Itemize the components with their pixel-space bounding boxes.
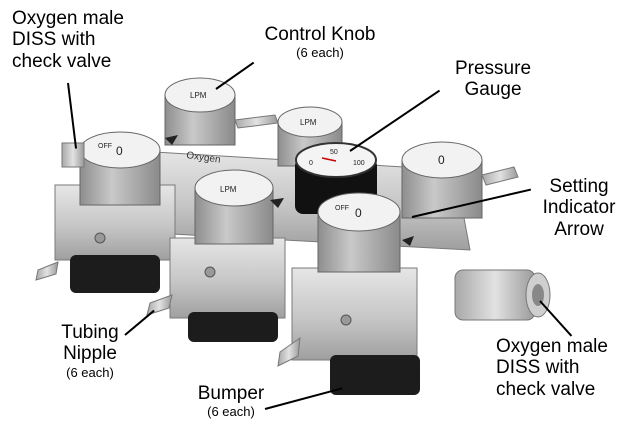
indicator-arrow-3 <box>402 236 414 246</box>
label-oxygen-diss-right: Oxygen male DISS with check valve <box>496 336 608 400</box>
manifold-text: Oxygen <box>186 150 222 166</box>
knob-back-left: LPM <box>164 77 279 146</box>
svg-text:0: 0 <box>309 160 313 167</box>
svg-text:0: 0 <box>355 206 362 220</box>
svg-text:LPM: LPM <box>190 91 207 100</box>
indicator-arrow-2 <box>270 198 284 208</box>
knob-back-right: 0 <box>401 141 519 219</box>
label-tubing-nipple: Tubing Nipple (6 each) <box>61 322 119 380</box>
svg-text:0: 0 <box>438 153 445 167</box>
valve-body-front: OFF 0 <box>277 192 420 395</box>
valve-body-left: OFF 0 <box>35 131 176 293</box>
svg-text:100: 100 <box>353 160 365 167</box>
svg-text:OFF: OFF <box>98 143 112 150</box>
svg-text:LPM: LPM <box>220 185 237 194</box>
svg-text:OFF: OFF <box>335 205 349 212</box>
label-setting-indicator-arrow: Setting Indicator Arrow <box>542 176 616 240</box>
label-oxygen-diss-left: Oxygen male DISS with check valve <box>12 8 124 72</box>
label-control-knob: Control Knob (6 each) <box>264 24 376 61</box>
svg-text:50: 50 <box>330 149 338 156</box>
label-bumper: Bumper (6 each) <box>197 383 265 420</box>
svg-text:0: 0 <box>116 144 123 158</box>
diss-fitting-right <box>454 269 551 321</box>
indicator-arrow-1 <box>165 135 178 145</box>
label-pressure-gauge: Pressure Gauge <box>454 58 532 101</box>
svg-text:LPM: LPM <box>300 118 317 127</box>
